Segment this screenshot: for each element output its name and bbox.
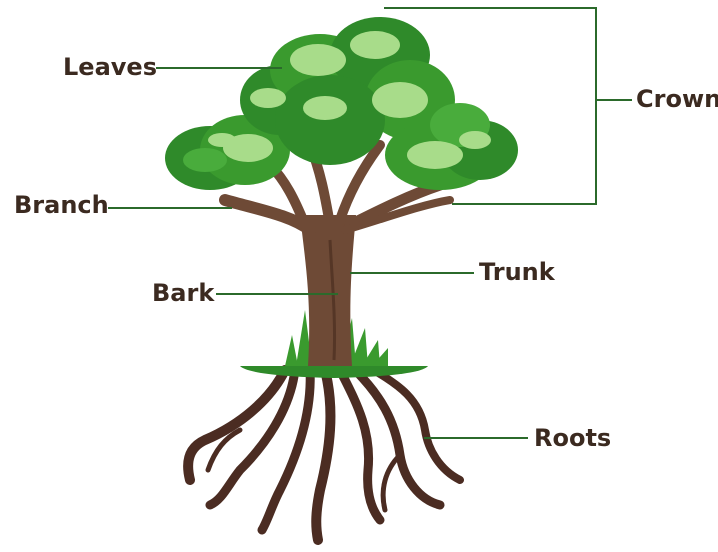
crown-label: Crown	[636, 87, 718, 111]
roots-label: Roots	[534, 426, 611, 450]
leaves-label: Leaves	[63, 55, 157, 79]
crown-graphic	[165, 17, 518, 190]
roots-graphic	[188, 368, 460, 540]
ground-strip	[240, 366, 428, 378]
branch-label: Branch	[14, 193, 109, 217]
trunk-label: Trunk	[479, 260, 555, 284]
bark-label: Bark	[152, 281, 214, 305]
